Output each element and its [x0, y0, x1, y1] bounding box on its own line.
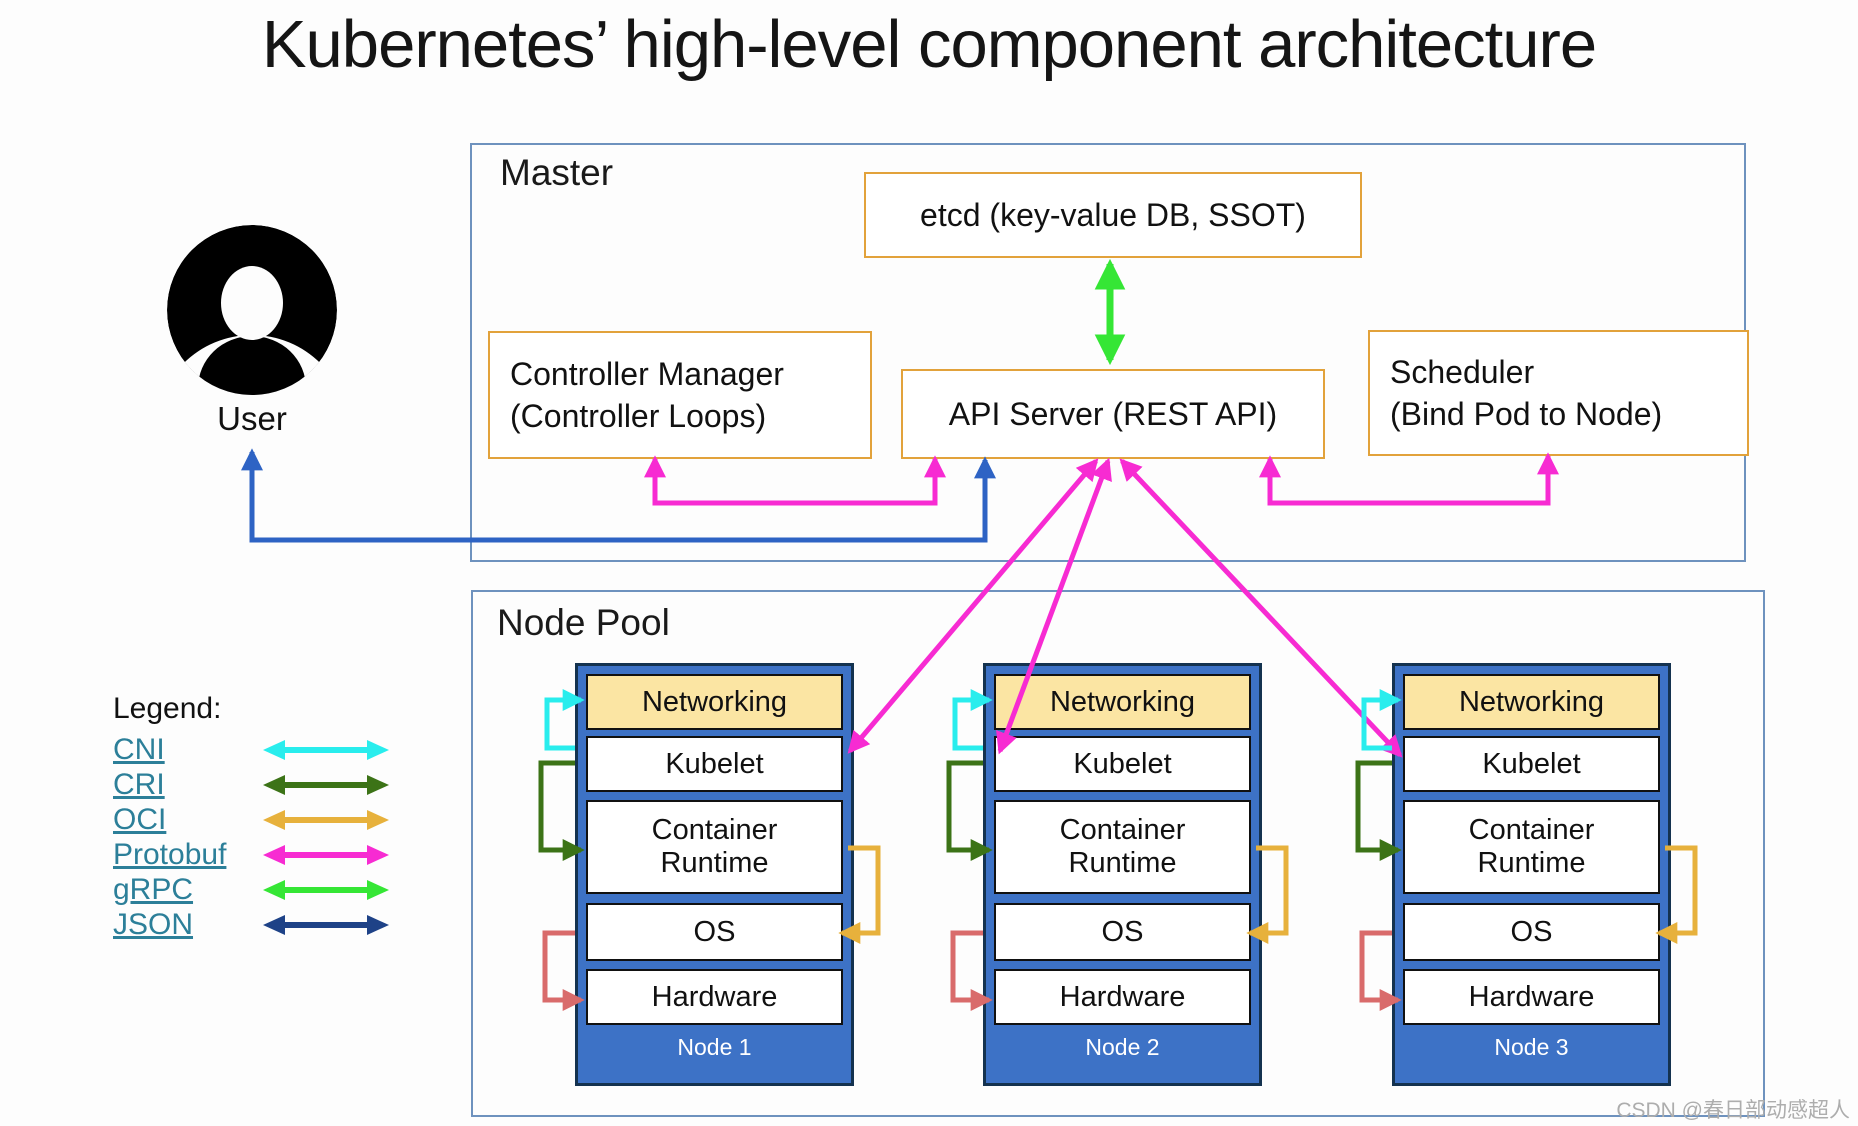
legend-row-oci: OCI [113, 802, 391, 837]
api-server-label: API Server (REST API) [948, 396, 1278, 432]
node-1-runtime-layer: Container Runtime [586, 800, 843, 894]
node-1-networking-layer: Networking [586, 674, 843, 730]
node-2-runtime-label: Container Runtime [1059, 814, 1186, 879]
node-2: Networking Kubelet Container Runtime OS … [983, 663, 1262, 1086]
node-1-kubelet-label: Kubelet [665, 747, 764, 780]
node-1-kubelet-layer: Kubelet [586, 736, 843, 792]
node-2-hardware-layer: Hardware [994, 969, 1251, 1025]
legend-link-cri[interactable]: CRI [113, 767, 165, 801]
node-1-name: Node 1 [677, 1034, 752, 1060]
legend: Legend: CNI CRI OCI [113, 692, 391, 942]
node-1: Networking Kubelet Container Runtime OS … [575, 663, 854, 1086]
legend-link-protobuf[interactable]: Protobuf [113, 837, 227, 871]
node-3: Networking Kubelet Container Runtime OS … [1392, 663, 1671, 1086]
legend-row-grpc: gRPC [113, 872, 391, 907]
node-2-kubelet-layer: Kubelet [994, 736, 1251, 792]
scheduler-label-line2: (Bind Pod to Node) [1390, 396, 1663, 432]
node-3-kubelet-layer: Kubelet [1403, 736, 1660, 792]
watermark: CSDN @春日部动感超人 [1616, 1099, 1850, 1122]
page-title: Kubernetes’ high-level component archite… [261, 7, 1597, 82]
grpc-arrow-sample [263, 879, 389, 900]
node-1-hardware-layer: Hardware [586, 969, 843, 1025]
legend-link-json[interactable]: JSON [113, 907, 194, 941]
json-arrow-sample [263, 914, 389, 935]
node-2-hardware-label: Hardware [1059, 980, 1186, 1013]
node-2-networking-label: Networking [1049, 685, 1196, 718]
node-3-hardware-label: Hardware [1468, 980, 1595, 1013]
node-2-name: Node 2 [1085, 1034, 1160, 1060]
scheduler-box: Scheduler (Bind Pod to Node) [1368, 330, 1749, 456]
node-1-networking-label: Networking [641, 685, 788, 718]
legend-row-json: JSON [113, 907, 391, 942]
user-avatar-icon [167, 225, 337, 395]
node-3-runtime-layer: Container Runtime [1403, 800, 1660, 894]
node-2-os-layer: OS [994, 903, 1251, 961]
legend-title: Legend: [113, 692, 222, 725]
node-1-os-layer: OS [586, 903, 843, 961]
legend-row-cri: CRI [113, 767, 391, 802]
api-server-box: API Server (REST API) [901, 369, 1325, 459]
etcd-box: etcd (key-value DB, SSOT) [864, 172, 1362, 258]
cni-arrow-sample [263, 739, 389, 760]
node-pool-label: Node Pool [497, 602, 670, 643]
node-3-os-layer: OS [1403, 903, 1660, 961]
cri-arrow-sample [263, 774, 389, 795]
legend-row-protobuf: Protobuf [113, 837, 391, 872]
legend-link-cni[interactable]: CNI [113, 732, 165, 766]
node-3-kubelet-label: Kubelet [1482, 747, 1581, 780]
node-pool-frame [471, 590, 1765, 1117]
node-2-runtime-layer: Container Runtime [994, 800, 1251, 894]
controller-manager-label-line2: (Controller Loops) [510, 398, 767, 434]
node-2-networking-layer: Networking [994, 674, 1251, 730]
node-2-kubelet-label: Kubelet [1073, 747, 1172, 780]
controller-manager-box: Controller Manager (Controller Loops) [488, 331, 872, 459]
node-3-os-label: OS [1510, 915, 1553, 948]
oci-arrow-sample [263, 809, 389, 830]
etcd-label: etcd (key-value DB, SSOT) [920, 197, 1306, 233]
controller-manager-label-line1: Controller Manager [510, 356, 784, 392]
node-1-hardware-label: Hardware [651, 980, 778, 1013]
node-3-name: Node 3 [1494, 1034, 1569, 1060]
node-2-os-label: OS [1101, 915, 1144, 948]
node-1-os-label: OS [693, 915, 736, 948]
node-3-networking-layer: Networking [1403, 674, 1660, 730]
legend-link-grpc[interactable]: gRPC [113, 872, 194, 906]
legend-link-oci[interactable]: OCI [113, 802, 167, 836]
user-label: User [217, 400, 287, 437]
node-3-hardware-layer: Hardware [1403, 969, 1660, 1025]
node-3-runtime-label: Container Runtime [1468, 814, 1595, 879]
legend-row-cni: CNI [113, 732, 391, 767]
node-1-runtime-label: Container Runtime [651, 814, 778, 879]
scheduler-label-line1: Scheduler [1390, 354, 1535, 390]
protobuf-arrow-sample [263, 844, 389, 865]
node-3-networking-label: Networking [1458, 685, 1605, 718]
master-label: Master [500, 152, 614, 193]
